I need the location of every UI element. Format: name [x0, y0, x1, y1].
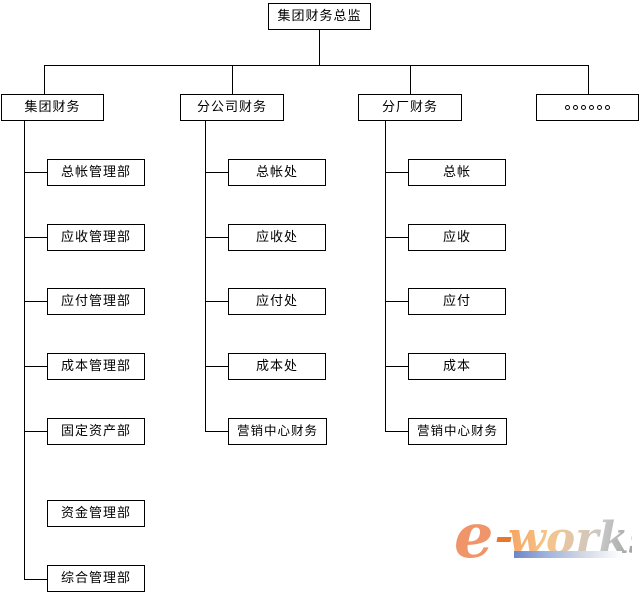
- node-fixed-assets-dept[interactable]: 固定资产部: [47, 418, 145, 445]
- connector-stub-col2-1: [205, 172, 228, 173]
- node-label: 应收管理部: [60, 230, 131, 245]
- connector-stub-col1-5: [24, 431, 47, 432]
- node-label: 成本处: [255, 359, 298, 374]
- node-gl-division[interactable]: 总帐处: [228, 159, 326, 186]
- node-ar[interactable]: 应收: [408, 224, 506, 251]
- node-cost-division[interactable]: 成本处: [228, 353, 326, 380]
- connector-stub-col3-1: [385, 172, 408, 173]
- connector-trunk-col3: [385, 121, 386, 432]
- node-label: 应付管理部: [60, 294, 131, 309]
- node-general-management-dept[interactable]: 综合管理部: [47, 565, 145, 592]
- ellipsis-dot-icon: [605, 105, 610, 110]
- node-label: 营销中心财务: [236, 423, 318, 439]
- connector-root-drop: [319, 30, 320, 65]
- connector-stub-col3-2: [385, 237, 408, 238]
- node-group-cfo[interactable]: 集团财务总监: [268, 3, 371, 30]
- logo-gradient-bar: [514, 551, 622, 558]
- node-label: 成本管理部: [60, 359, 131, 374]
- connector-stub-col1-2: [24, 237, 47, 238]
- node-label: 固定资产部: [60, 424, 131, 439]
- node-label: 综合管理部: [60, 571, 131, 586]
- node-funds-management-dept[interactable]: 资金管理部: [47, 500, 145, 527]
- ellipsis-dot-icon: [597, 105, 602, 110]
- node-label: 分公司财务: [196, 100, 267, 115]
- node-label: 总帐处: [255, 165, 298, 180]
- connector-stub-col1-4: [24, 366, 47, 367]
- connector-drop-col4: [588, 65, 589, 94]
- node-label: 应付: [442, 294, 471, 309]
- node-branch-factory-finance[interactable]: 分厂财务: [358, 94, 462, 121]
- node-ap-division[interactable]: 应付处: [228, 288, 326, 315]
- connector-trunk-col2: [205, 121, 206, 432]
- eworks-watermark-logo: e works: [452, 505, 632, 575]
- connector-level2-bus: [44, 65, 589, 66]
- connector-stub-col2-4: [205, 366, 228, 367]
- node-cost-management-dept[interactable]: 成本管理部: [47, 353, 145, 380]
- node-label: 集团财务: [24, 100, 81, 115]
- connector-stub-col3-3: [385, 301, 408, 302]
- node-marketing-center-finance-factory[interactable]: 营销中心财务: [408, 418, 507, 445]
- connector-stub-col2-3: [205, 301, 228, 302]
- node-gl[interactable]: 总帐: [408, 159, 506, 186]
- node-ar-management-dept[interactable]: 应收管理部: [47, 224, 145, 251]
- connector-drop-col2: [232, 65, 233, 94]
- logo-letter-e: e: [454, 505, 494, 572]
- node-gl-management-dept[interactable]: 总帐管理部: [47, 159, 145, 186]
- connector-drop-col1: [44, 65, 45, 94]
- node-label: 营销中心财务: [416, 423, 498, 439]
- node-group-finance[interactable]: 集团财务: [1, 94, 104, 121]
- connector-stub-col3-5: [385, 431, 408, 432]
- node-label: 应付处: [255, 294, 298, 309]
- connector-trunk-col1: [24, 121, 25, 579]
- node-label: 资金管理部: [60, 506, 131, 521]
- node-label: 成本: [442, 359, 471, 374]
- node-ap-management-dept[interactable]: 应付管理部: [47, 288, 145, 315]
- connector-drop-col3: [410, 65, 411, 94]
- node-label: 集团财务总监: [277, 9, 362, 24]
- connector-stub-col1-1: [24, 172, 47, 173]
- node-branch-company-finance[interactable]: 分公司财务: [180, 94, 284, 121]
- connector-stub-col1-7: [24, 579, 47, 580]
- node-ap[interactable]: 应付: [408, 288, 506, 315]
- ellipsis-dot-icon: [565, 105, 570, 110]
- node-label: 分厂财务: [381, 100, 438, 115]
- logo-word-works: works: [508, 517, 632, 561]
- node-label: 总帐管理部: [60, 165, 131, 180]
- connector-stub-col2-5: [205, 431, 228, 432]
- ellipsis-dot-icon: [581, 105, 586, 110]
- connector-stub-col3-4: [385, 366, 408, 367]
- node-label: 总帐: [442, 165, 471, 180]
- ellipsis-dot-icon: [573, 105, 578, 110]
- node-label: 应收: [442, 230, 471, 245]
- node-ar-division[interactable]: 应收处: [228, 224, 326, 251]
- node-cost[interactable]: 成本: [408, 353, 506, 380]
- node-ellipsis-more[interactable]: [536, 94, 639, 121]
- logo-hyphen-icon: [496, 537, 512, 542]
- connector-stub-col2-2: [205, 237, 228, 238]
- ellipsis-dot-icon: [589, 105, 594, 110]
- node-marketing-center-finance-branch[interactable]: 营销中心财务: [228, 418, 327, 445]
- node-label: 应收处: [255, 230, 298, 245]
- connector-stub-col1-3: [24, 301, 47, 302]
